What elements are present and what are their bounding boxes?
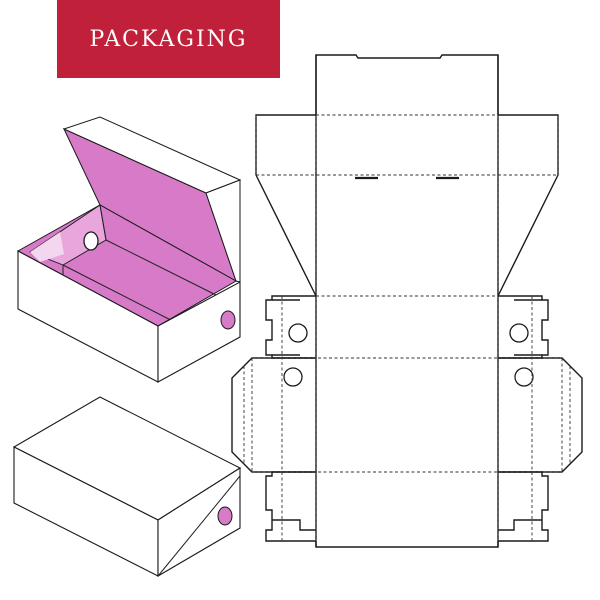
die-cut-left-lock-tab-lower [265,471,316,542]
die-cut-upper-side-flaps [255,114,559,175]
closed-box-side-face [157,466,241,577]
open-box-side-face [157,281,241,383]
die-cut-top-flap [315,54,499,115]
die-cut-bottom-edge [315,541,499,548]
die-cut-hole-upper-right [509,323,529,343]
die-cut-left-end-panel [231,357,316,473]
packaging-banner: PACKAGING [57,0,280,78]
die-cut-hole-upper-left [288,323,308,343]
die-cut-fold-lines [243,114,571,541]
open-box-side-hole [220,310,236,330]
die-cut-upper-angled-panels [255,174,559,297]
open-box-illustration [16,116,242,383]
die-cut-hole-mid-right [514,367,534,387]
closed-box-side-hole [217,506,233,526]
open-box-inner-highlight [30,232,64,262]
die-cut-center-edges [315,55,499,547]
die-cut-template [231,54,583,548]
die-cut-right-end-panel [498,357,583,473]
banner-title: PACKAGING [89,26,248,52]
die-cut-right-lock-tab-lower [498,471,549,542]
open-box-inner-hole [83,231,99,251]
die-cut-hole-mid-left [283,367,303,387]
closed-box-illustration [12,396,242,577]
